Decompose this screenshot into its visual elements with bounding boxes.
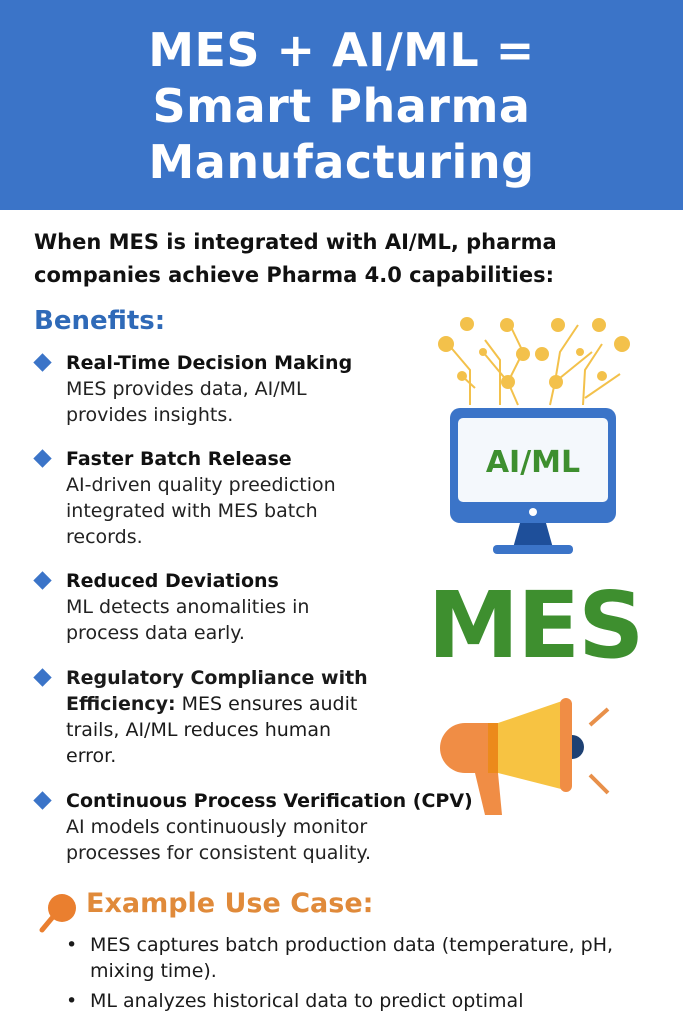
benefit-desc: AI-driven quality preediction integrated…: [66, 474, 336, 548]
benefit-desc: AI models continuously monitor processes…: [66, 816, 371, 864]
benefit-title: Faster Batch Release: [66, 448, 292, 470]
title-line: MES + AI/ML =: [148, 23, 535, 77]
example-list: MES captures batch production data (temp…: [62, 932, 672, 1018]
benefit-title: Reduced Deviations: [66, 570, 279, 592]
benefit-desc: MES ensures audit trails, AI/ML reduces …: [66, 693, 358, 767]
diamond-icon: [33, 668, 52, 687]
pin-icon: [39, 894, 76, 933]
diamond-icon: [33, 449, 52, 468]
diamond-icon: [33, 571, 52, 590]
diamond-icon: [33, 791, 52, 810]
benefit-desc: ML detects anomalities in process data e…: [66, 596, 310, 644]
ai-monitor-icon: AI/ML: [438, 317, 630, 554]
benefit-item: Reduced Deviations ML detects anomalities…: [33, 568, 474, 646]
megaphone-icon: [440, 698, 610, 815]
benefit-item: Regulatory Compliance with Efficiency: M…: [33, 665, 474, 769]
benefit-title: Regulatory Compliance with Efficiency:: [66, 667, 368, 715]
intro-text: When MES is integrated with AI/ML, pharm…: [34, 230, 557, 287]
benefit-title: Real-Time Decision Making: [66, 352, 353, 374]
title-banner: MES + AI/ML = Smart Pharma Manufacturing: [0, 0, 683, 210]
list-item: MES captures batch production data (temp…: [62, 932, 672, 984]
mes-label: MES: [427, 572, 645, 679]
list-item: ML analyzes historical data to predict o…: [62, 988, 672, 1014]
monitor-label: AI/ML: [486, 445, 580, 480]
benefits-heading: Benefits:: [34, 306, 166, 336]
example-heading: Example Use Case:: [86, 888, 374, 919]
benefit-item: Continuous Process Verification (CPV) AI …: [33, 788, 494, 866]
diamond-icon: [33, 353, 52, 372]
benefit-title: Continuous Process Verification (CPV): [66, 790, 473, 812]
title-line: Manufacturing: [148, 135, 535, 189]
benefit-desc: MES provides data, AI/ML provides insigh…: [66, 378, 307, 426]
title-line: Smart Pharma: [152, 79, 531, 133]
